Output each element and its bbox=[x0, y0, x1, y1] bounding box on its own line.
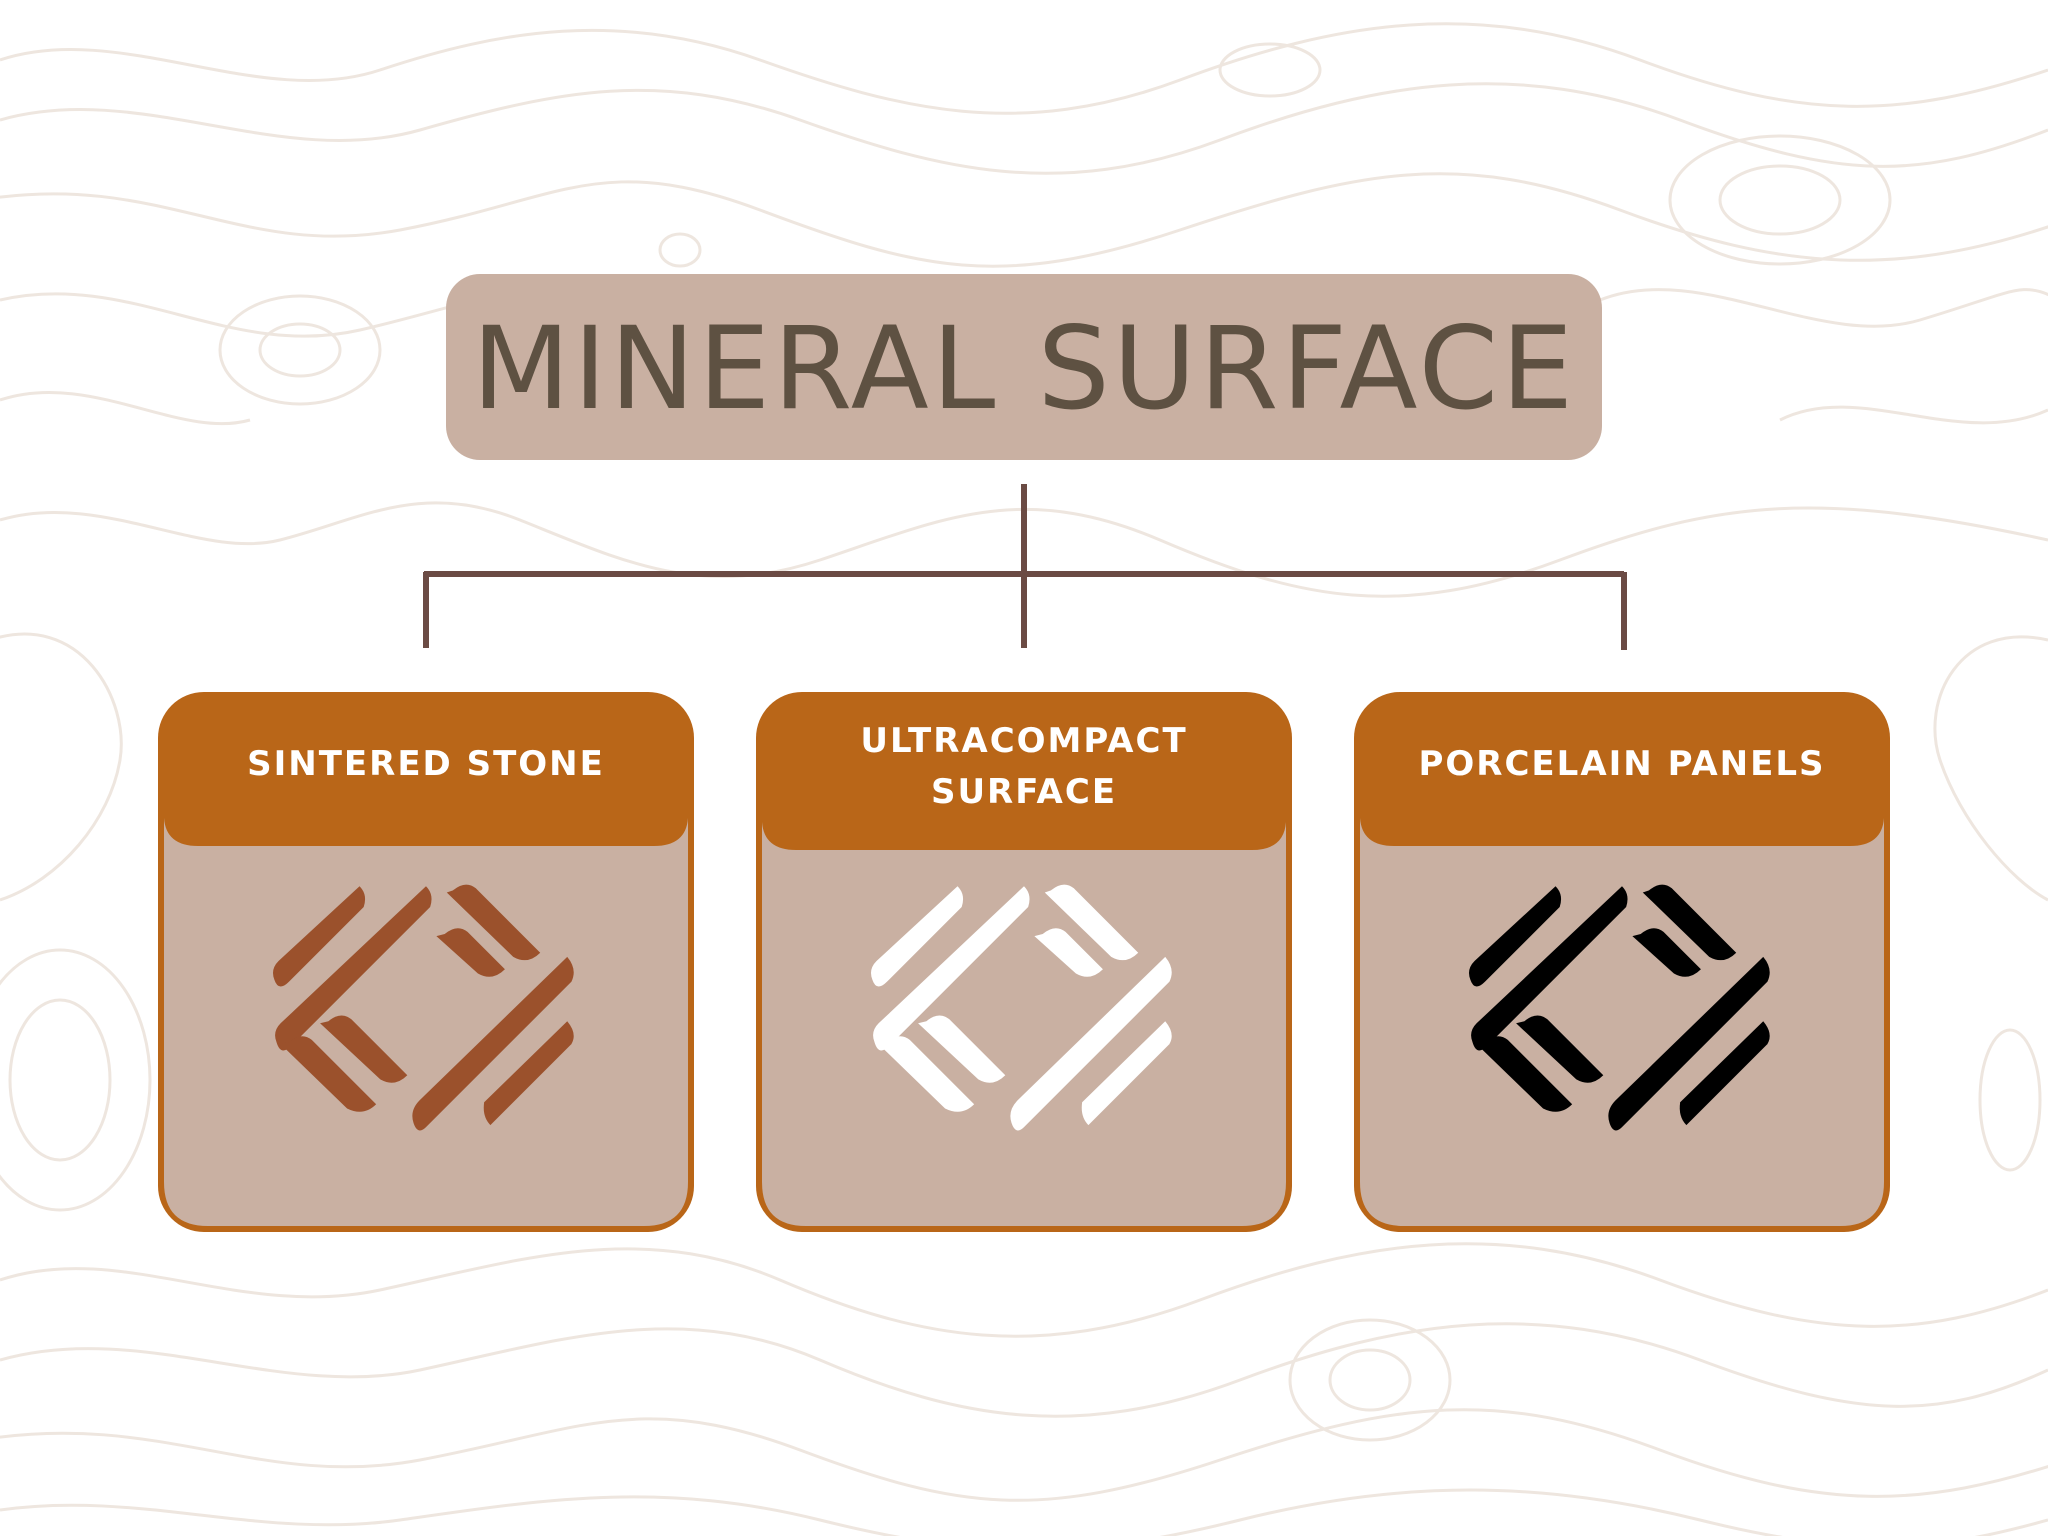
card-shape bbox=[1354, 692, 1890, 1232]
tile-pattern-icon bbox=[871, 884, 1172, 1131]
tile-pattern-icon bbox=[1469, 884, 1770, 1131]
card-shape bbox=[158, 692, 694, 1232]
child-node-ultracompact-surface: ULTRACOMPACT SURFACE bbox=[752, 688, 1296, 1236]
card-label: SINTERED STONE bbox=[247, 743, 605, 784]
card-label: ULTRACOMPACT SURFACE bbox=[860, 721, 1188, 812]
child-node-sintered-stone: SINTERED STONE bbox=[154, 688, 698, 1236]
tile-pattern-icon bbox=[273, 884, 574, 1131]
root-node: MINERAL SURFACE bbox=[446, 274, 1602, 460]
diagram-title: MINERAL SURFACE bbox=[471, 302, 1577, 435]
child-node-porcelain-panels: PORCELAIN PANELS bbox=[1350, 688, 1894, 1236]
card-shape bbox=[756, 692, 1292, 1232]
card-label: PORCELAIN PANELS bbox=[1418, 743, 1826, 784]
